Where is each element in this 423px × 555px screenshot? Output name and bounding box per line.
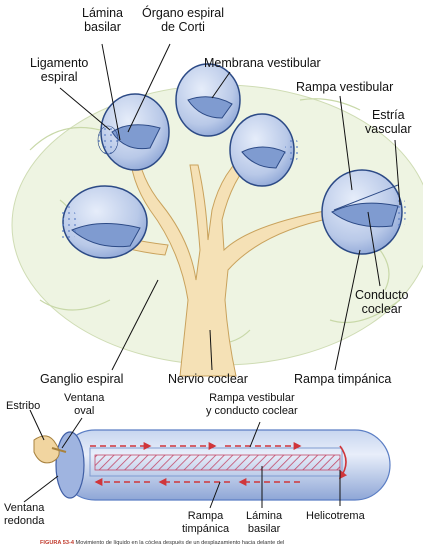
label-lamina-basilar-bottom: Lámina basilar [246, 510, 282, 535]
label-ganglio-espiral: Ganglio espiral [40, 372, 123, 386]
label-membrana-vestibular-text: Membrana vestibular [204, 56, 321, 70]
label-organo-corti-text: Órgano espiral de Corti [142, 6, 224, 34]
label-ganglio-espiral-text: Ganglio espiral [40, 372, 123, 386]
label-estria-vascular: Estría vascular [365, 108, 412, 136]
label-nervio-coclear-text: Nervio coclear [168, 372, 248, 386]
caption-figure-number: FIGURA 53-4 [40, 540, 74, 546]
label-rampa-timpanica-bottom: Rampa timpánica [182, 510, 229, 535]
label-lamina-basilar-bottom-text: Lámina basilar [246, 510, 282, 535]
label-rampa-timpanica-top: Rampa timpánica [294, 372, 391, 386]
label-lamina-basilar: Lámina basilar [82, 6, 123, 34]
label-ventana-redonda: Ventana redonda [4, 502, 44, 527]
label-membrana-vestibular: Membrana vestibular [204, 56, 321, 70]
label-ventana-redonda-text: Ventana redonda [4, 502, 44, 527]
label-rampa-timpanica-top-text: Rampa timpánica [294, 372, 391, 386]
label-estria-vascular-text: Estría vascular [365, 108, 412, 136]
label-helicotrema: Helicotrema [306, 510, 365, 523]
label-ventana-oval: Ventana oval [64, 392, 104, 417]
label-lamina-basilar-text: Lámina basilar [82, 6, 123, 34]
label-estribo-text: Estribo [6, 400, 40, 413]
label-estribo: Estribo [6, 400, 40, 413]
label-rampa-vestibular-conducto: Rampa vestibular y conducto coclear [206, 392, 298, 417]
caption-text: Movimiento de líquido en la cóclea despu… [76, 540, 285, 546]
figure-caption: FIGURA 53-4 Movimiento de líquido en la … [40, 540, 420, 546]
label-conducto-coclear: Conducto coclear [355, 288, 409, 316]
label-rampa-vestibular: Rampa vestibular [296, 80, 393, 94]
label-nervio-coclear: Nervio coclear [168, 372, 248, 386]
label-rampa-timpanica-bottom-text: Rampa timpánica [182, 510, 229, 535]
label-rampa-vestibular-conducto-text: Rampa vestibular y conducto coclear [206, 392, 298, 417]
label-helicotrema-text: Helicotrema [306, 510, 365, 523]
label-ventana-oval-text: Ventana oval [64, 392, 104, 417]
label-organo-corti: Órgano espiral de Corti [142, 6, 224, 34]
label-ligamento-espiral: Ligamento espiral [30, 56, 88, 84]
chamber-2 [176, 64, 240, 136]
label-ligamento-espiral-text: Ligamento espiral [30, 56, 88, 84]
basilar-membrane [95, 455, 340, 470]
label-rampa-vestibular-text: Rampa vestibular [296, 80, 393, 94]
label-conducto-coclear-text: Conducto coclear [355, 288, 409, 316]
